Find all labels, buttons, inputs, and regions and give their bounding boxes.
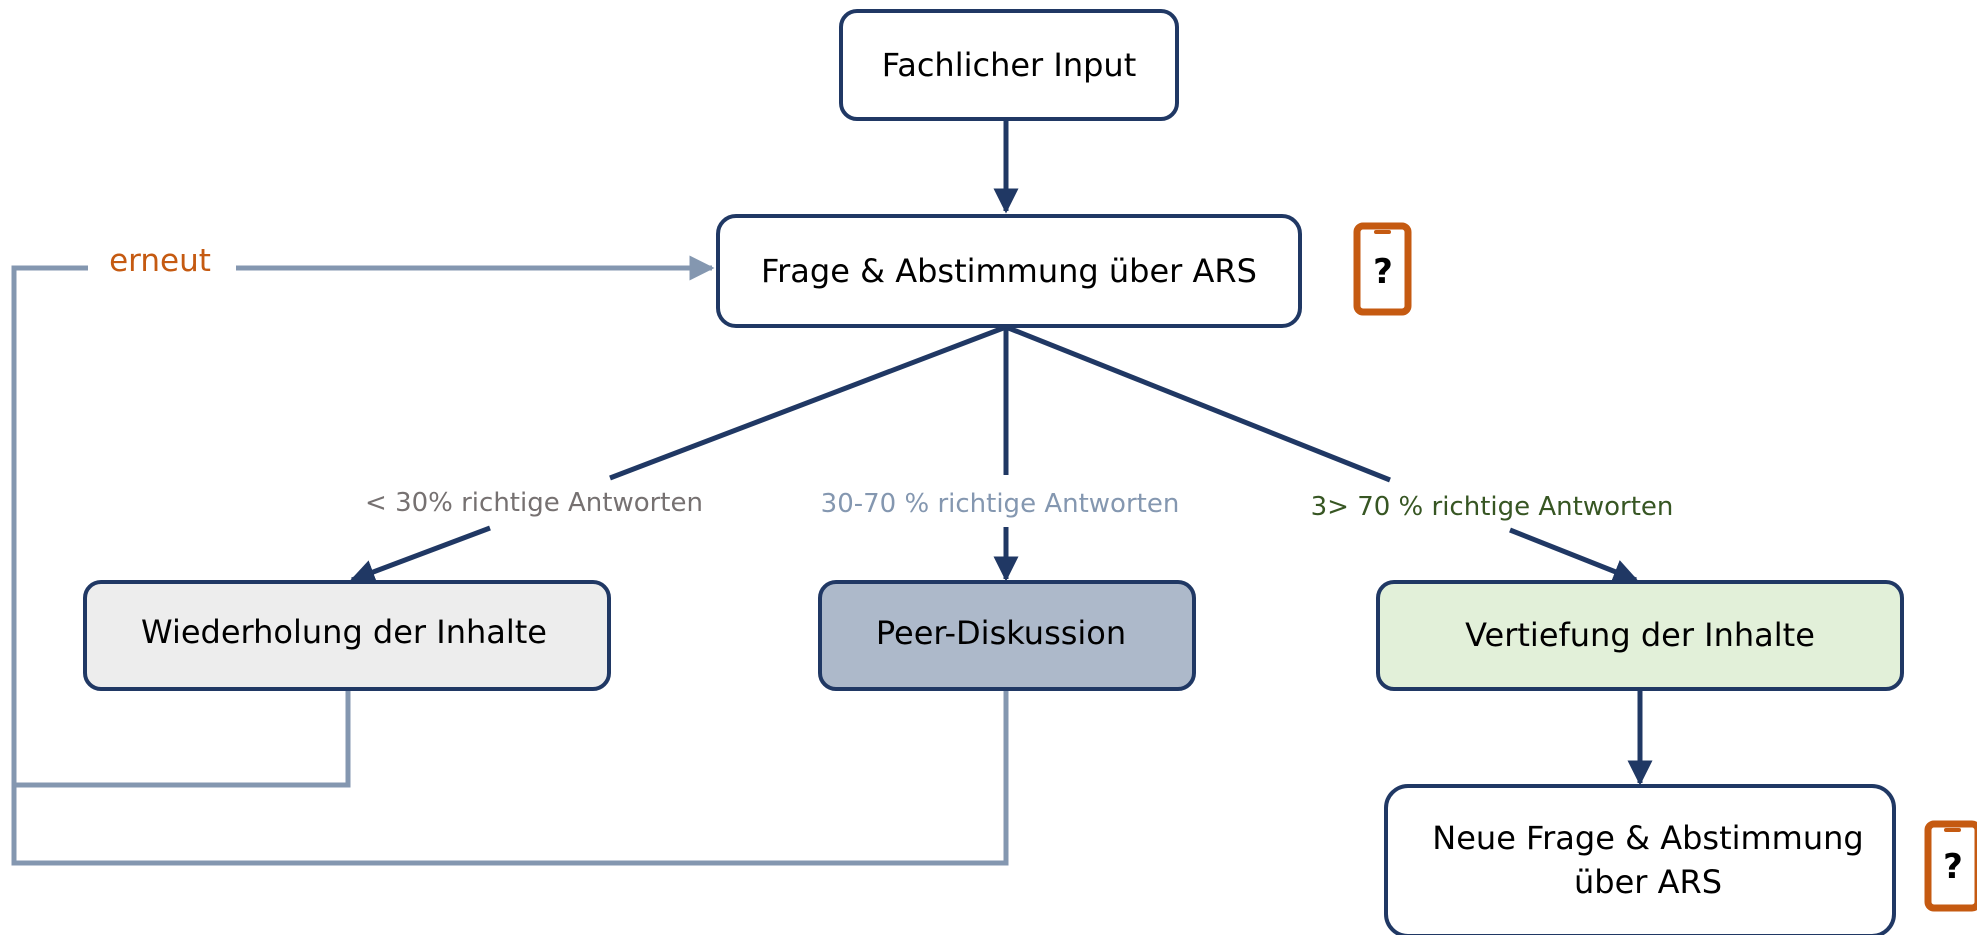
- arrow-question-repeat: [609, 324, 1007, 481]
- node-new-question-line1: Neue Frage & Abstimmung: [1432, 819, 1863, 857]
- node-deepen-label: Vertiefung der Inhalte: [1465, 616, 1815, 654]
- node-peer-label: Peer-Diskussion: [876, 614, 1126, 652]
- loop-label: erneut: [109, 243, 211, 279]
- node-repeat: Wiederholung der Inhalte: [83, 580, 611, 691]
- node-new-question: Neue Frage & Abstimmung über ARS: [1384, 784, 1896, 938]
- node-question-label: Frage & Abstimmung über ARS: [761, 252, 1257, 290]
- mobile-question-glyph: ?: [1373, 252, 1393, 292]
- node-question: Frage & Abstimmung über ARS: [716, 214, 1302, 328]
- main-connectors: [349, 120, 1653, 786]
- node-input: Fachlicher Input: [839, 9, 1179, 121]
- arrow-question-repeat-tail: [349, 525, 491, 584]
- arrow-question-deepen: [1005, 324, 1391, 483]
- mobile-question-icon-2: ?: [1924, 820, 1977, 912]
- mobile-question-icon: ?: [1353, 222, 1412, 316]
- loop-connectors: [11, 255, 1009, 866]
- node-repeat-label: Wiederholung der Inhalte: [141, 613, 547, 651]
- mobile-question-glyph-2: ?: [1943, 847, 1963, 887]
- node-deepen: Vertiefung der Inhalte: [1376, 580, 1904, 691]
- edge-label-high: 3> 70 % richtige Antworten: [1311, 492, 1674, 522]
- loop-line-peer: [11, 265, 1009, 866]
- node-input-label: Fachlicher Input: [882, 46, 1136, 84]
- node-peer: Peer-Diskussion: [818, 580, 1196, 691]
- edge-label-mid: 30-70 % richtige Antworten: [821, 489, 1180, 519]
- node-new-question-line2: über ARS: [1574, 863, 1722, 901]
- edge-label-low: < 30% richtige Antworten: [365, 488, 703, 518]
- arrow-question-deepen-tail: [1509, 527, 1639, 584]
- loop-line-repeat: [14, 690, 351, 788]
